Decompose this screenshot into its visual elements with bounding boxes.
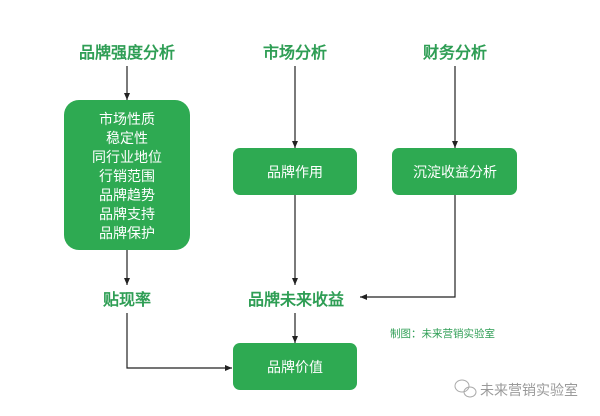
brand-role-box: 品牌作用 [233, 148, 357, 195]
arrow-retained-to-future [360, 195, 456, 300]
future-earnings-label: 品牌未来收益 [248, 290, 344, 309]
header-brand-strength: 品牌强度分析 [79, 43, 175, 62]
watermark-text: 未来营销实验室 [480, 382, 578, 399]
factor: 行销范围 [99, 168, 155, 185]
factor: 品牌趋势 [99, 187, 155, 204]
arrow-discount-to-value [126, 313, 232, 371]
header-market-analysis: 市场分析 [263, 43, 327, 62]
factor: 同行业地位 [92, 150, 162, 166]
factor: 品牌保护 [99, 225, 155, 242]
connectors [124, 66, 458, 371]
strength-factors-box: 市场性质 稳定性 同行业地位 行销范围 品牌趋势 品牌支持 品牌保护 [64, 100, 190, 250]
discount-rate-label: 贴现率 [103, 290, 151, 309]
chart-credit: 制图：未来营销实验室 [390, 327, 495, 340]
factor: 市场性质 [99, 111, 155, 128]
factor: 稳定性 [106, 131, 148, 147]
brand-value-label: 品牌价值 [267, 359, 323, 376]
factor: 品牌支持 [99, 206, 155, 223]
retained-earnings-box: 沉淀收益分析 [392, 148, 517, 195]
brand-value-box: 品牌价值 [233, 343, 357, 390]
header-financial-analysis: 财务分析 [422, 43, 487, 62]
watermark: 未来营销实验室 [454, 379, 578, 399]
brand-role-label: 品牌作用 [267, 164, 323, 181]
wechat-icon [454, 379, 477, 398]
retained-earnings-label: 沉淀收益分析 [413, 165, 497, 181]
